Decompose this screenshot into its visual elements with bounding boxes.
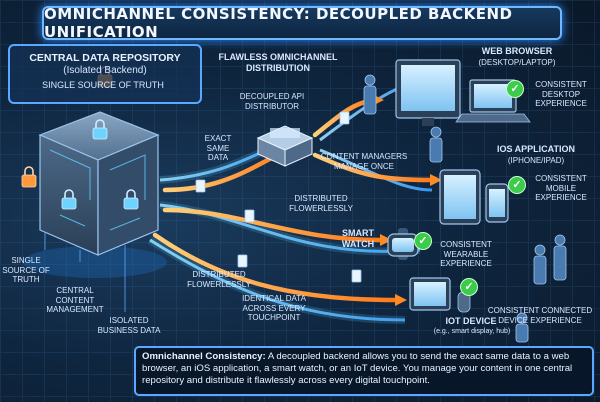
caption-lead: Omnichannel Consistency: bbox=[142, 351, 266, 362]
iot-device-label: IoT Device bbox=[445, 316, 497, 326]
orange-to-iot bbox=[152, 232, 398, 303]
lock-icon bbox=[61, 119, 139, 210]
label-identical-data: Identical Data Across Every Touchpoint bbox=[242, 294, 306, 322]
check-icon: ✓ bbox=[508, 176, 526, 194]
tablet-device bbox=[439, 169, 481, 225]
repository-cube bbox=[21, 66, 167, 312]
iot-status: Consistent Connected Device Experience bbox=[487, 306, 593, 325]
desktop-monitor bbox=[395, 59, 461, 126]
check-icon: ✓ bbox=[506, 80, 524, 98]
flow-to-iot bbox=[149, 238, 406, 322]
repository-panel: Central Data Repository (Isolated Backen… bbox=[8, 44, 202, 104]
label-single-source: Single Source of Truth bbox=[2, 256, 50, 284]
api-distributor-server bbox=[256, 125, 314, 167]
phone-device bbox=[485, 183, 509, 223]
label-api-distributor: Decoupled API Distributor bbox=[239, 92, 305, 111]
orange-to-ios bbox=[312, 152, 433, 183]
web-browser-sublabel: (Desktop/Laptop) bbox=[478, 58, 556, 67]
label-central-content: Central Content Management bbox=[46, 286, 104, 314]
ios-status: Consistent Mobile Experience bbox=[535, 174, 587, 202]
person-figures bbox=[363, 74, 567, 343]
smart-watch-device bbox=[387, 228, 419, 260]
label-distributed-2: Distributed Flowerlessly bbox=[187, 270, 251, 289]
label-isolated-data: Isolated Business Data bbox=[97, 316, 161, 335]
iot-device-sublabel: (e.g., smart display, hub) bbox=[433, 328, 511, 335]
smart-watch-label: Smart Watch bbox=[341, 228, 375, 249]
laptop bbox=[455, 79, 531, 123]
ios-app-label: iOS Application bbox=[496, 144, 575, 154]
caption-box: Omnichannel Consistency: A decoupled bac… bbox=[134, 346, 594, 396]
label-distributed-1: Distributed Flowerlessly bbox=[289, 194, 353, 213]
check-icon: ✓ bbox=[414, 232, 432, 250]
page-title: Omnichannel Consistency: Decoupled Backe… bbox=[44, 5, 513, 41]
label-exact-data: Exact Same Data bbox=[204, 134, 232, 162]
repository-subtitle: (Isolated Backend) bbox=[63, 65, 147, 76]
ios-app-sublabel: (iPhone/iPad) bbox=[507, 156, 565, 165]
repository-title: Central Data Repository bbox=[29, 52, 181, 64]
orange-to-watch bbox=[162, 207, 383, 243]
repository-tagline: Single Source of Truth bbox=[42, 80, 164, 90]
distribution-header: Flawless Omnichannel Distribution bbox=[218, 52, 338, 73]
data-packet-icons bbox=[195, 111, 362, 283]
title-banner: Omnichannel Consistency: Decoupled Backe… bbox=[42, 5, 562, 41]
check-icon: ✓ bbox=[460, 278, 478, 296]
web-status: Consistent Desktop Experience bbox=[535, 80, 587, 108]
caption-body: A decoupled backend allows you to send t… bbox=[142, 351, 573, 386]
label-content-managers: Content Managers Manage Once bbox=[320, 152, 408, 171]
watch-status: Consistent Wearable Experience bbox=[440, 240, 492, 268]
web-browser-label: Web Browser bbox=[481, 46, 553, 56]
